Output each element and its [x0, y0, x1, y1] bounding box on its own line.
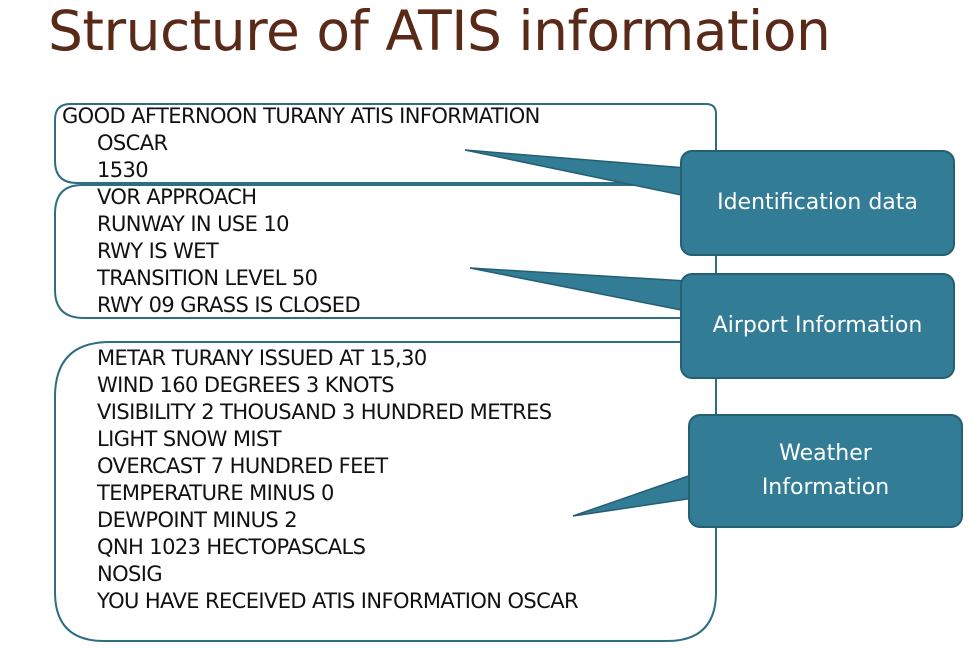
weather-line: DEWPOINT MINUS 2: [97, 508, 298, 532]
weather-line: VISIBILITY 2 THOUSAND 3 HUNDRED METRES: [97, 400, 552, 424]
airport-line: TRANSITION LEVEL 50: [97, 266, 318, 290]
weather-line: TEMPERATURE MINUS 0: [97, 481, 334, 505]
identification-line: 1530: [97, 158, 149, 182]
airport-text: VOR APPROACH RUNWAY IN USE 10 RWY IS WET…: [62, 184, 361, 319]
weather-callout-label-line1: Weather: [779, 441, 872, 466]
weather-callout-label-line2: Information: [761, 475, 890, 500]
airport-line: RUNWAY IN USE 10: [97, 212, 289, 236]
identification-callout-label: Identification data: [717, 190, 918, 215]
identification-line: OSCAR: [97, 131, 168, 155]
airport-callout-label: Airport Information: [712, 313, 923, 338]
weather-line: NOSIG: [97, 562, 163, 586]
weather-line: YOU HAVE RECEIVED ATIS INFORMATION OSCAR: [97, 589, 579, 613]
identification-line: GOOD AFTERNOON TURANY ATIS INFORMATION: [62, 104, 540, 128]
weather-text: METAR TURANY ISSUED AT 15,30 WIND 160 DE…: [62, 345, 579, 615]
weather-callout: Weather Information: [688, 414, 963, 528]
identification-text: GOOD AFTERNOON TURANY ATIS INFORMATION O…: [62, 103, 540, 184]
page-title: Structure of ATIS information: [48, 0, 831, 63]
airport-callout: Airport Information: [680, 273, 955, 379]
weather-line: WIND 160 DEGREES 3 KNOTS: [97, 373, 395, 397]
weather-line: METAR TURANY ISSUED AT 15,30: [97, 346, 427, 370]
weather-pointer: [572, 472, 695, 517]
weather-line: LIGHT SNOW MIST: [97, 427, 282, 451]
airport-line: RWY IS WET: [97, 239, 219, 263]
airport-line: RWY 09 GRASS IS CLOSED: [97, 293, 361, 317]
weather-line: OVERCAST 7 HUNDRED FEET: [97, 454, 388, 478]
airport-pointer: [469, 267, 687, 312]
identification-callout: Identification data: [680, 150, 955, 256]
weather-line: QNH 1023 HECTOPASCALS: [97, 535, 366, 559]
airport-line: VOR APPROACH: [97, 185, 257, 209]
